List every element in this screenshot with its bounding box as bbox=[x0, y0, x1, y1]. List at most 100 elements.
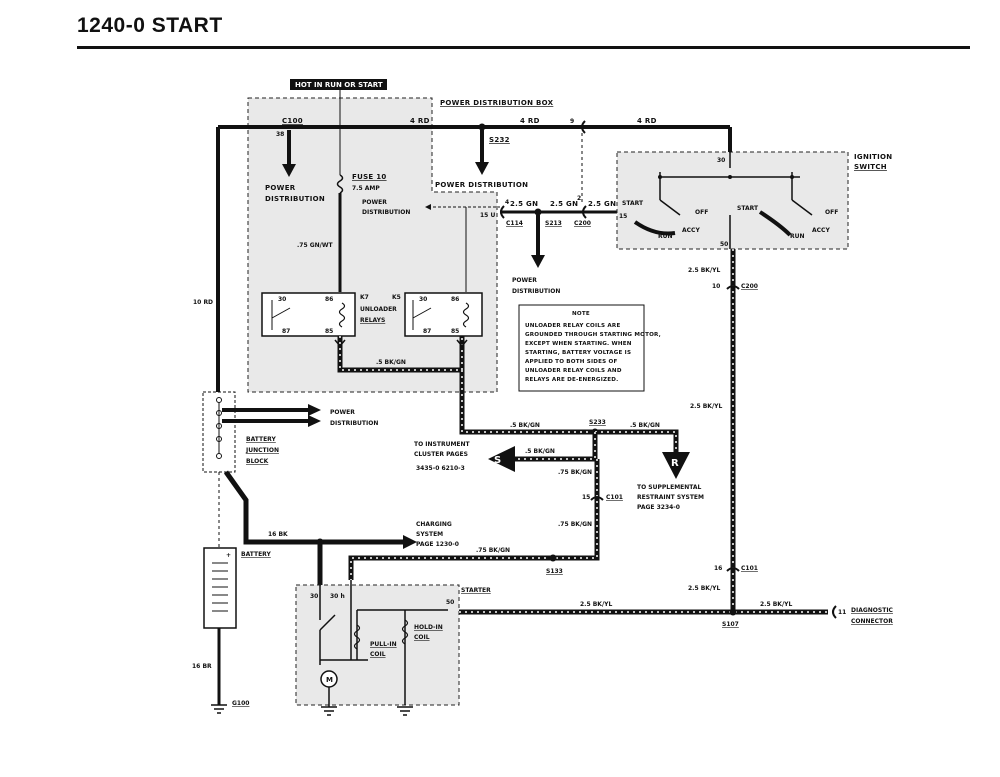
pin-9: 9 bbox=[570, 118, 574, 125]
s233-label: S233 bbox=[589, 419, 606, 426]
splice-s213 bbox=[534, 208, 542, 216]
power-distribution-label: DISTRIBUTION bbox=[512, 288, 560, 295]
supplemental-label: TO SUPPLEMENTAL bbox=[637, 484, 702, 491]
ign-off-label: OFF bbox=[825, 209, 838, 216]
starter-pin-50: 50 bbox=[446, 599, 454, 606]
pin-10: 10 bbox=[712, 283, 720, 290]
ignition-switch-label: IGNITION bbox=[854, 153, 892, 161]
wire-label-25gn: 2.5 GN bbox=[510, 200, 538, 208]
relay-pin: 87 bbox=[423, 328, 431, 335]
power-distribution-label: POWER bbox=[362, 199, 387, 206]
connector-c200 bbox=[582, 205, 587, 219]
unloader-relays-label: UNLOADER bbox=[360, 306, 397, 313]
g100-label: G100 bbox=[232, 700, 249, 707]
wire-05bkgn-relays bbox=[337, 336, 465, 373]
relay-pin: 85 bbox=[325, 328, 333, 335]
battery-junction-block-label: JUNCTION bbox=[245, 447, 279, 454]
c200-label: C200 bbox=[741, 283, 758, 290]
c101-label: C101 bbox=[606, 494, 623, 501]
wire-label-10rd: 10 RD bbox=[193, 299, 213, 306]
instrument-cluster-label: 3435-0 6210-3 bbox=[416, 465, 465, 472]
page-header: 1240-0 START bbox=[77, 12, 970, 49]
hot-in-run-banner bbox=[290, 79, 387, 90]
relay-pin: 86 bbox=[325, 296, 333, 303]
ign-run-label: RUN bbox=[658, 233, 673, 240]
note-line: STARTING, BATTERY VOLTAGE IS bbox=[525, 350, 631, 356]
power-distribution-label: DISTRIBUTION bbox=[265, 195, 325, 203]
c200-label: C200 bbox=[574, 220, 591, 227]
fuse-10-label: FUSE 10 bbox=[352, 173, 387, 181]
wire-label-4rd: 4 RD bbox=[520, 117, 540, 125]
wire-label-05bkgn: .5 BK/GN bbox=[525, 448, 555, 455]
instrument-cluster-label: TO INSTRUMENT bbox=[414, 441, 471, 448]
relay-k5 bbox=[404, 292, 483, 337]
wire-label-05bkgn: .5 BK/GN bbox=[510, 422, 540, 429]
relay-pin: 30 bbox=[419, 296, 427, 303]
c100-pin: 38 bbox=[276, 131, 284, 138]
ign-pin-30: 30 bbox=[717, 157, 725, 164]
pin-2: 2 bbox=[577, 195, 581, 202]
wire-label-25bkyl: 2.5 BK/YL bbox=[688, 585, 720, 592]
wire-16bk bbox=[223, 470, 323, 585]
c101-label: C101 bbox=[741, 565, 758, 572]
pin-11: 11 bbox=[838, 609, 846, 616]
s-marker: S bbox=[494, 455, 501, 466]
pin-15: 15 bbox=[582, 494, 590, 501]
page-title: 1240-0 START bbox=[77, 14, 223, 37]
wire-label-25bkyl: 2.5 BK/YL bbox=[690, 403, 722, 410]
wire-label-16br: 16 BR bbox=[192, 663, 212, 670]
unloader-relays-label: RELAYS bbox=[360, 317, 385, 324]
wire-label-075gnwt: .75 GN/WT bbox=[297, 242, 333, 249]
pin-15u: 15 U bbox=[480, 212, 495, 219]
power-distribution-label: DISTRIBUTION bbox=[362, 209, 410, 216]
fuse-rating: 7.5 AMP bbox=[352, 185, 380, 192]
starter-pin-30: 30 bbox=[310, 593, 318, 600]
wire-label-25bkyl: 2.5 BK/YL bbox=[688, 267, 720, 274]
note-line: GROUNDED THROUGH STARTING MOTOR, bbox=[525, 332, 661, 338]
wire-label-25bkyl: 2.5 BK/YL bbox=[580, 601, 612, 608]
s107-label: S107 bbox=[722, 621, 739, 628]
instrument-cluster-marker bbox=[488, 446, 515, 472]
s133-label: S133 bbox=[546, 568, 563, 575]
ignition-switch-box bbox=[616, 151, 849, 250]
fuse-10 bbox=[336, 174, 344, 194]
ign-pin-15: 15 bbox=[619, 213, 627, 220]
motor-label: M bbox=[326, 676, 333, 684]
relay-pin: 86 bbox=[451, 296, 459, 303]
ign-off-label: OFF bbox=[695, 209, 708, 216]
note-box bbox=[518, 304, 645, 392]
pull-in-coil-label: COIL bbox=[370, 651, 386, 658]
pull-in-coil-label: PULL-IN bbox=[370, 641, 397, 648]
ign-run-label: RUN bbox=[790, 233, 805, 240]
ign-start-label: START bbox=[622, 200, 644, 207]
power-distribution-label: POWER bbox=[512, 277, 537, 284]
battery-plus: + bbox=[226, 552, 231, 559]
charging-system-label: SYSTEM bbox=[416, 531, 443, 538]
ign-pin-50: 50 bbox=[720, 241, 728, 248]
splice-s133 bbox=[549, 554, 557, 562]
wire-label-05bkgn: .5 BK/GN bbox=[376, 359, 406, 366]
supplemental-label: RESTRAINT SYSTEM bbox=[637, 494, 704, 501]
wire-label-05bkgn: .5 BK/GN bbox=[630, 422, 660, 429]
splice-s107 bbox=[729, 608, 737, 616]
note-line: APPLIED TO BOTH SIDES OF bbox=[525, 359, 618, 365]
power-distribution-label: POWER DISTRIBUTION bbox=[435, 181, 528, 189]
r-marker: R bbox=[671, 458, 679, 469]
wire-label-4rd: 4 RD bbox=[410, 117, 430, 125]
instrument-cluster-label: CLUSTER PAGES bbox=[414, 451, 468, 458]
battery-junction-block-label: BLOCK bbox=[246, 458, 269, 465]
ign-accy-label: ACCY bbox=[682, 227, 700, 234]
pin-16: 16 bbox=[714, 565, 722, 572]
wire-label-4rd: 4 RD bbox=[637, 117, 657, 125]
relay-pin: 87 bbox=[282, 328, 290, 335]
battery-junction-block-label: BATTERY bbox=[246, 436, 276, 443]
wire-label-25bkyl: 2.5 BK/YL bbox=[760, 601, 792, 608]
hold-in-coil-label: COIL bbox=[414, 634, 430, 641]
charging-system-label: CHARGING bbox=[416, 521, 452, 528]
ignition-switch-label: SWITCH bbox=[854, 163, 887, 171]
power-distribution-box-label: POWER DISTRIBUTION BOX bbox=[440, 99, 554, 107]
c114-label: C114 bbox=[506, 220, 523, 227]
wire-label-075bkgn: .75 BK/GN bbox=[558, 469, 592, 476]
relay-pin: 85 bbox=[451, 328, 459, 335]
